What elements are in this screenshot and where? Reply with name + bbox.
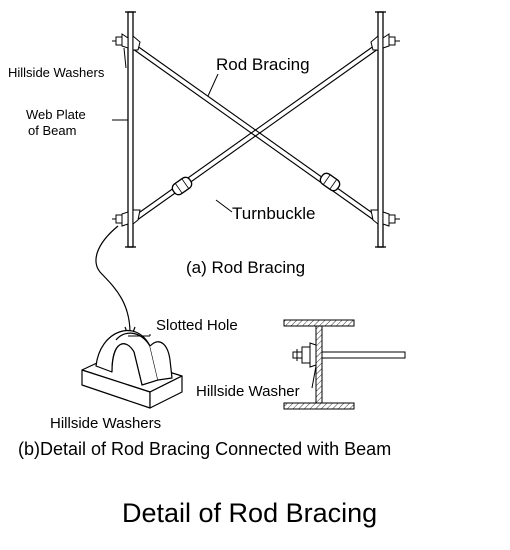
caption-b: (b)Detail of Rod Bracing Connected with … (18, 439, 392, 459)
main-title: Detail of Rod Bracing (122, 498, 378, 528)
left-beam-web-plate (125, 11, 136, 248)
leader-hillside-washers-a (123, 47, 127, 69)
washer-nut-bottom-left (112, 209, 141, 227)
label-web-plate-line2: of Beam (28, 123, 77, 138)
hillside-washer-block (81, 329, 183, 409)
leader-turnbuckle (215, 199, 233, 213)
label-hillside-washers-b: Hillside Washers (50, 415, 162, 432)
caption-a: (a) Rod Bracing (186, 258, 306, 277)
leader-rod-bracing (207, 73, 219, 97)
label-slotted-hole: Slotted Hole (156, 317, 238, 334)
washer-nut-top-left (112, 33, 141, 51)
turnbuckle-left (171, 176, 193, 196)
label-turnbuckle: Turnbuckle (232, 204, 316, 223)
turnbuckle-right (319, 172, 341, 192)
label-hillside-washer-b: Hillside Washer (196, 383, 300, 400)
washer-nut-top-right (370, 33, 400, 51)
anchor-rod (292, 342, 406, 368)
detail-connector-arrow (95, 225, 131, 334)
washer-nut-bottom-right (370, 209, 400, 227)
label-rod-bracing: Rod Bracing (216, 55, 310, 74)
label-web-plate-line1: Web Plate (26, 107, 86, 122)
right-beam-web-plate (375, 11, 386, 248)
label-hillside-washers-a: Hillside Washers (8, 65, 105, 80)
leader-hillside-washer-b (311, 365, 317, 389)
